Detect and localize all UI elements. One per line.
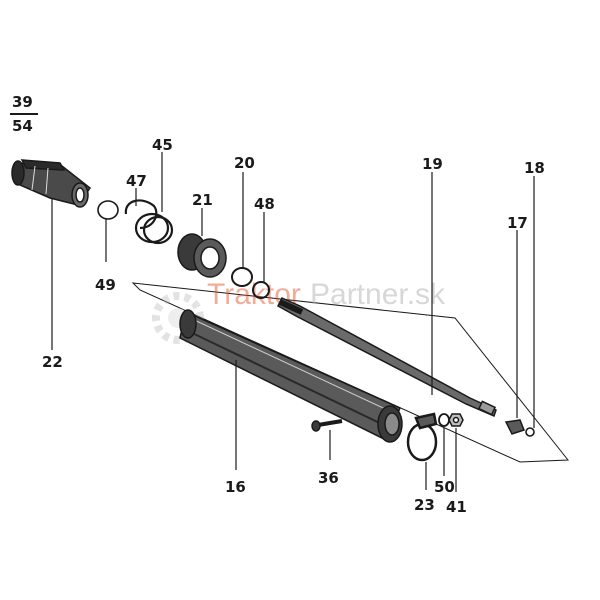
label-21: 21 xyxy=(192,191,213,209)
label-48: 48 xyxy=(254,195,275,213)
page-ref-bottom: 54 xyxy=(12,117,33,135)
page-ref-top: 39 xyxy=(12,93,33,111)
part-45-ring xyxy=(134,212,174,245)
part-17-clip xyxy=(504,419,525,435)
label-22: 22 xyxy=(42,353,63,371)
part-41-nut xyxy=(448,413,464,427)
part-36-bolt xyxy=(311,419,343,432)
page-reference: 39 54 xyxy=(10,93,38,135)
label-19: 19 xyxy=(422,155,443,173)
label-49: 49 xyxy=(95,276,116,294)
watermark-suffix: Partner.sk xyxy=(310,278,446,311)
part-18-ring xyxy=(525,427,535,437)
part-50-washer xyxy=(438,413,450,427)
part-47-snap-ring xyxy=(124,199,158,230)
label-36: 36 xyxy=(318,469,339,487)
label-45: 45 xyxy=(152,136,173,154)
part-23-clamp xyxy=(406,412,438,462)
leader-lines xyxy=(51,152,535,492)
part-16-tube-housing xyxy=(179,309,403,443)
part-21-seal xyxy=(177,233,227,278)
part-number-labels: 22 49 47 45 21 20 48 19 17 18 16 36 23 5… xyxy=(42,136,545,516)
part-49-o-ring xyxy=(97,200,119,220)
label-41: 41 xyxy=(446,498,467,516)
label-47: 47 xyxy=(126,172,147,190)
label-23: 23 xyxy=(414,496,435,514)
label-50: 50 xyxy=(434,478,455,496)
part-48-ring xyxy=(252,281,270,299)
label-17: 17 xyxy=(507,214,528,232)
label-20: 20 xyxy=(234,154,255,172)
part-22-coupling-hub xyxy=(11,159,92,208)
part-20-ring xyxy=(231,267,253,287)
assembly-sheet-outline xyxy=(131,282,570,463)
label-18: 18 xyxy=(524,159,545,177)
part-19-shaft xyxy=(277,297,497,418)
label-16: 16 xyxy=(225,478,246,496)
